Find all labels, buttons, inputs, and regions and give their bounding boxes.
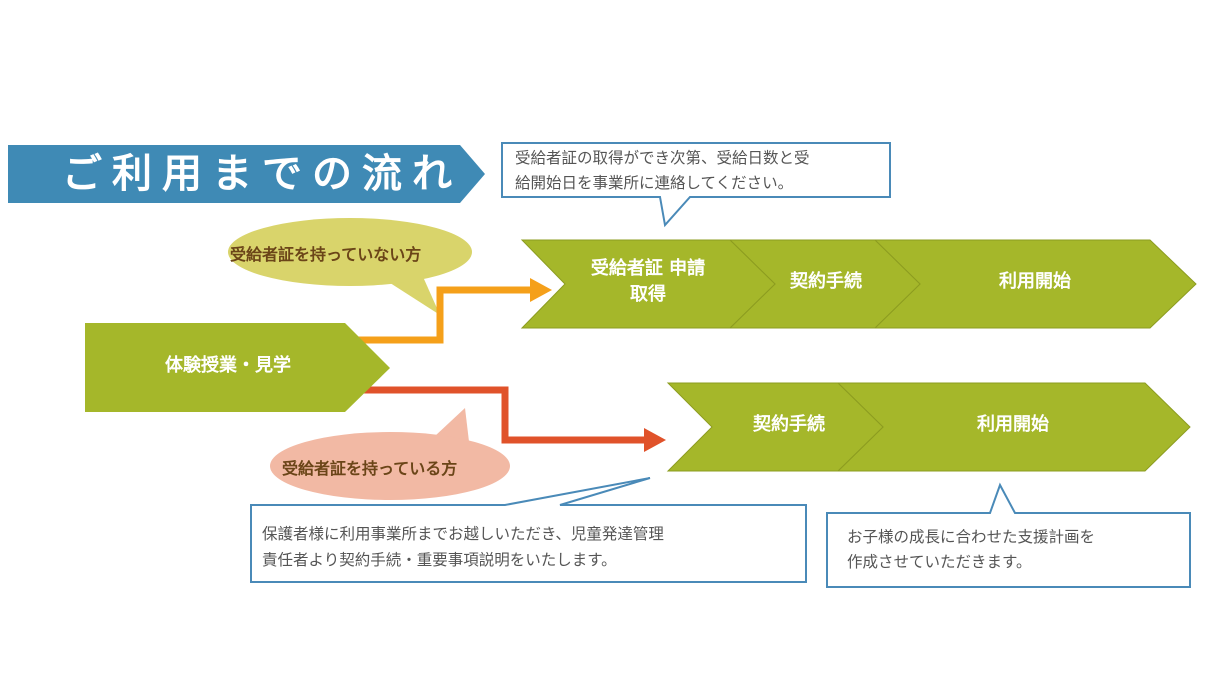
no-certificate-label: 受給者証を持っていない方 (230, 245, 422, 264)
page-title: ご利用までの流れ (62, 151, 462, 197)
red-arrow (355, 386, 666, 452)
bottom-left-callout-shape (250, 477, 807, 583)
bottom-right-callout-line-2: 作成させていただきます。 (847, 553, 1032, 571)
top-callout-shape (501, 142, 891, 228)
start-step-shape (85, 323, 390, 412)
step-apply-line-2: 取得 (630, 284, 666, 305)
start-step-label: 体験授業・見学 (165, 355, 291, 376)
title-banner (8, 145, 485, 203)
step-apply-certificate: 受給者証 申請 取得 (591, 256, 705, 308)
bottom-right-callout-shape (826, 482, 1191, 588)
step-contract-top: 契約手続 (790, 271, 862, 292)
bottom-right-callout-line-1: お子様の成長に合わせた支援計画を (847, 528, 1096, 546)
step-start-use-top: 利用開始 (999, 271, 1071, 292)
has-certificate-oval (270, 408, 510, 500)
has-certificate-steps (666, 382, 1191, 472)
step-apply-line-1: 受給者証 申請 (590, 258, 706, 279)
orange-arrow (355, 278, 552, 344)
top-callout-line-1: 受給者証の取得ができ次第、受給日数と受 (515, 149, 810, 167)
top-callout-line-2: 給開始日を事業所に連絡してください。 (515, 174, 794, 192)
no-certificate-oval (228, 218, 472, 315)
step-contract-bottom: 契約手続 (753, 414, 825, 435)
bottom-left-callout-line-1: 保護者様に利用事業所までお越しいただき、児童発達管理 (262, 525, 664, 543)
has-certificate-label: 受給者証を持っている方 (282, 459, 458, 478)
no-certificate-steps (520, 239, 1197, 329)
step-start-use-bottom: 利用開始 (977, 414, 1049, 435)
bottom-left-callout-line-2: 責任者より契約手続・重要事項説明をいたします。 (262, 551, 617, 569)
